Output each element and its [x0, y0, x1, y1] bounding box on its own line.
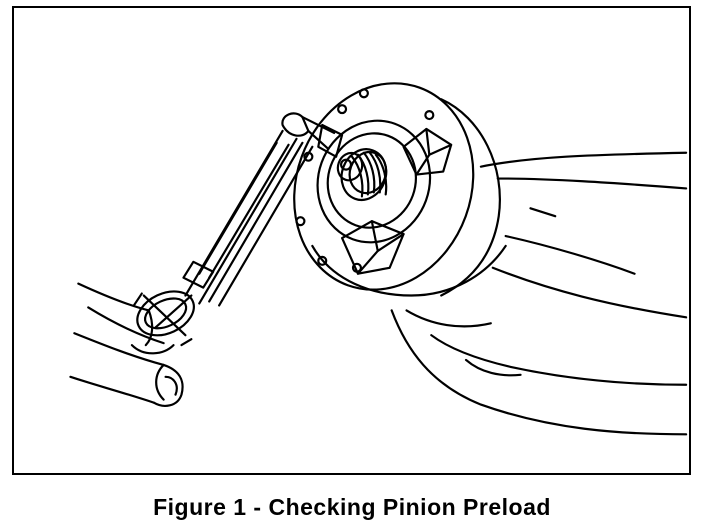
left-hand-drawing — [69, 282, 184, 407]
pinion-flange-drawing — [293, 82, 507, 297]
right-hand-drawing — [390, 151, 688, 436]
figure-caption: Figure 1 - Checking Pinion Preload — [153, 494, 551, 520]
torque-wrench-drawing — [132, 112, 344, 347]
pinion-preload-illustration — [69, 82, 688, 436]
figure-frame — [12, 6, 691, 475]
